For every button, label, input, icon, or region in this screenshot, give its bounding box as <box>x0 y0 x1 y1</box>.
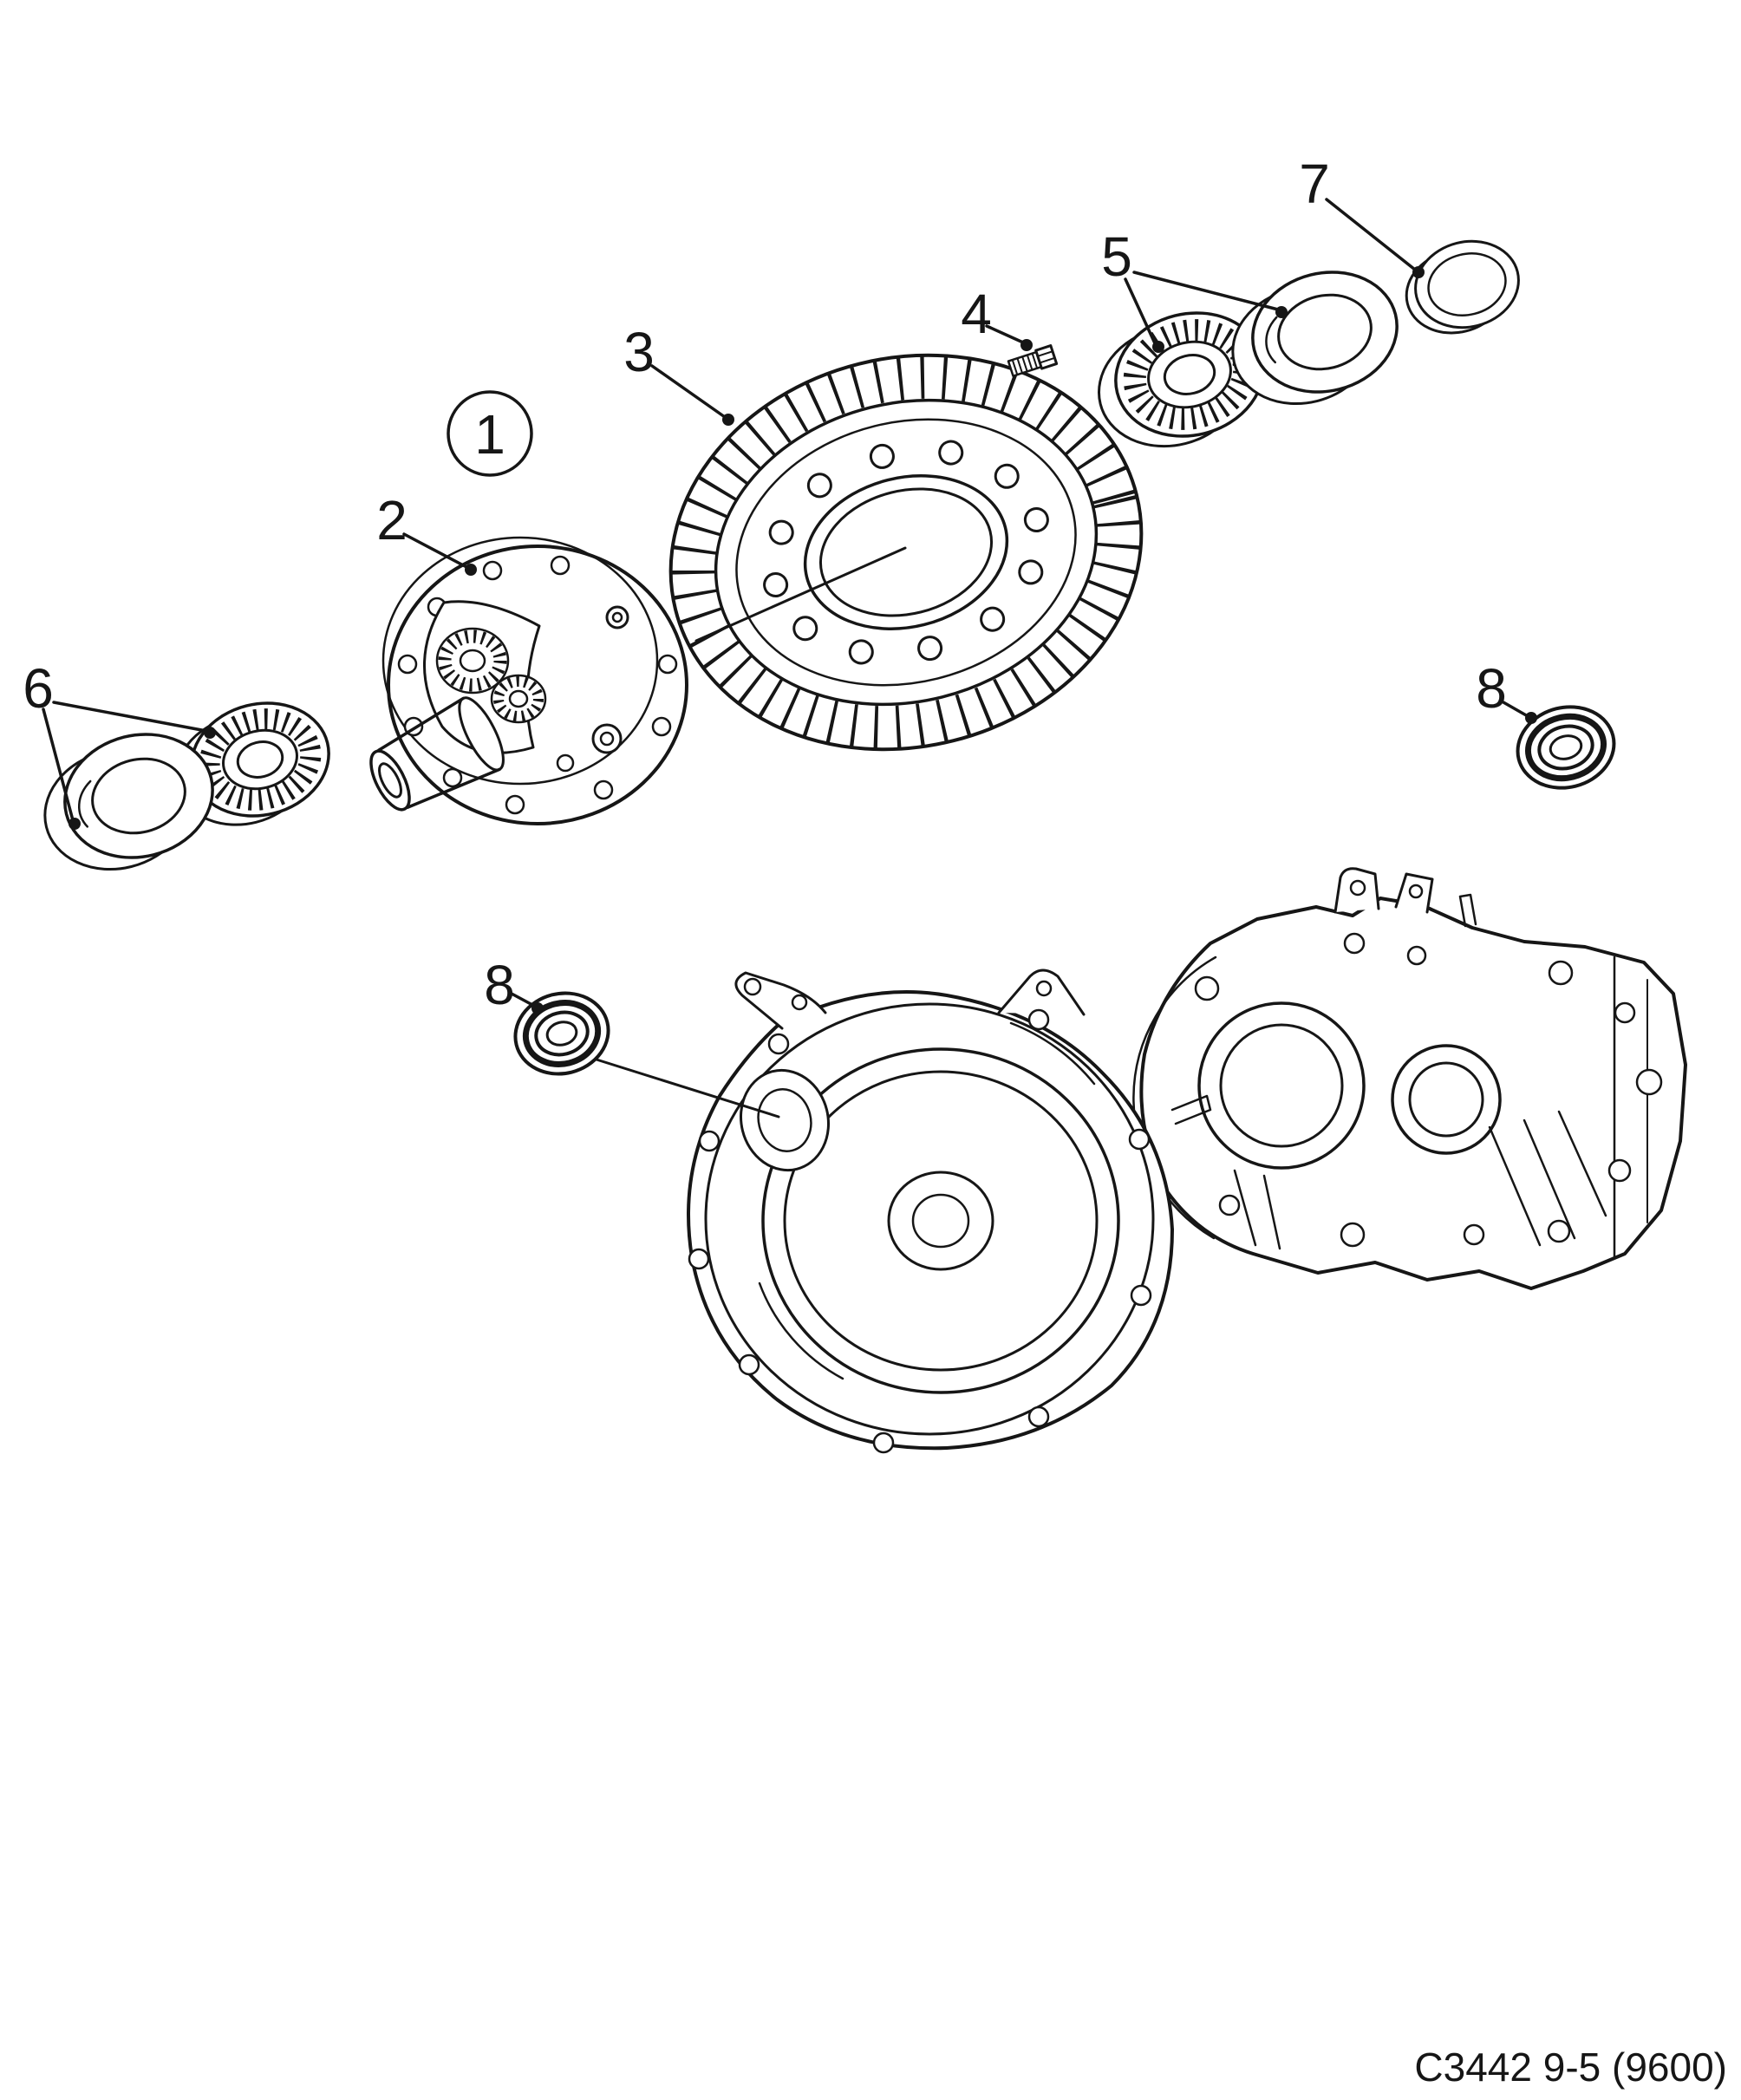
bearing-race-left-drawing <box>43 733 214 871</box>
callout-label-6: 6 <box>23 657 54 720</box>
callout-label-8-right: 8 <box>1476 657 1507 720</box>
callout-label-5: 5 <box>1101 225 1132 288</box>
callout-label-7: 7 <box>1299 153 1330 215</box>
spider-gear <box>435 627 510 695</box>
shim-ring-drawing <box>1405 239 1520 335</box>
callout-label-4: 4 <box>961 283 992 345</box>
bearing-race-right-drawing <box>1231 271 1399 406</box>
seal-left-drawing <box>513 991 610 1076</box>
differential-housing-drawing <box>369 536 688 825</box>
bolt-drawing <box>1007 344 1059 377</box>
callout-label-8-left: 8 <box>484 954 515 1016</box>
leader-lines <box>42 198 1537 1118</box>
housing-shaft <box>369 696 505 812</box>
callout-assembly: 1 <box>447 390 533 477</box>
spider-gear <box>490 674 547 724</box>
callout-labels: 1 2 3 4 5 6 7 8 8 <box>23 153 1507 1016</box>
drawing-code-caption: C3442 9-5 (9600) <box>1414 2045 1727 2090</box>
callout-label-2: 2 <box>376 489 408 551</box>
seal-bore <box>739 1068 831 1172</box>
callout-label-3: 3 <box>623 321 655 383</box>
clutch-housing-drawing <box>687 968 1212 1454</box>
tapered-bearing-left-drawing <box>174 701 330 826</box>
seal-right-drawing <box>1516 705 1616 790</box>
callout-label-1: 1 <box>474 403 505 466</box>
ring-gear-drawing <box>668 353 1144 752</box>
transmission-case-drawing <box>1132 867 1687 1290</box>
